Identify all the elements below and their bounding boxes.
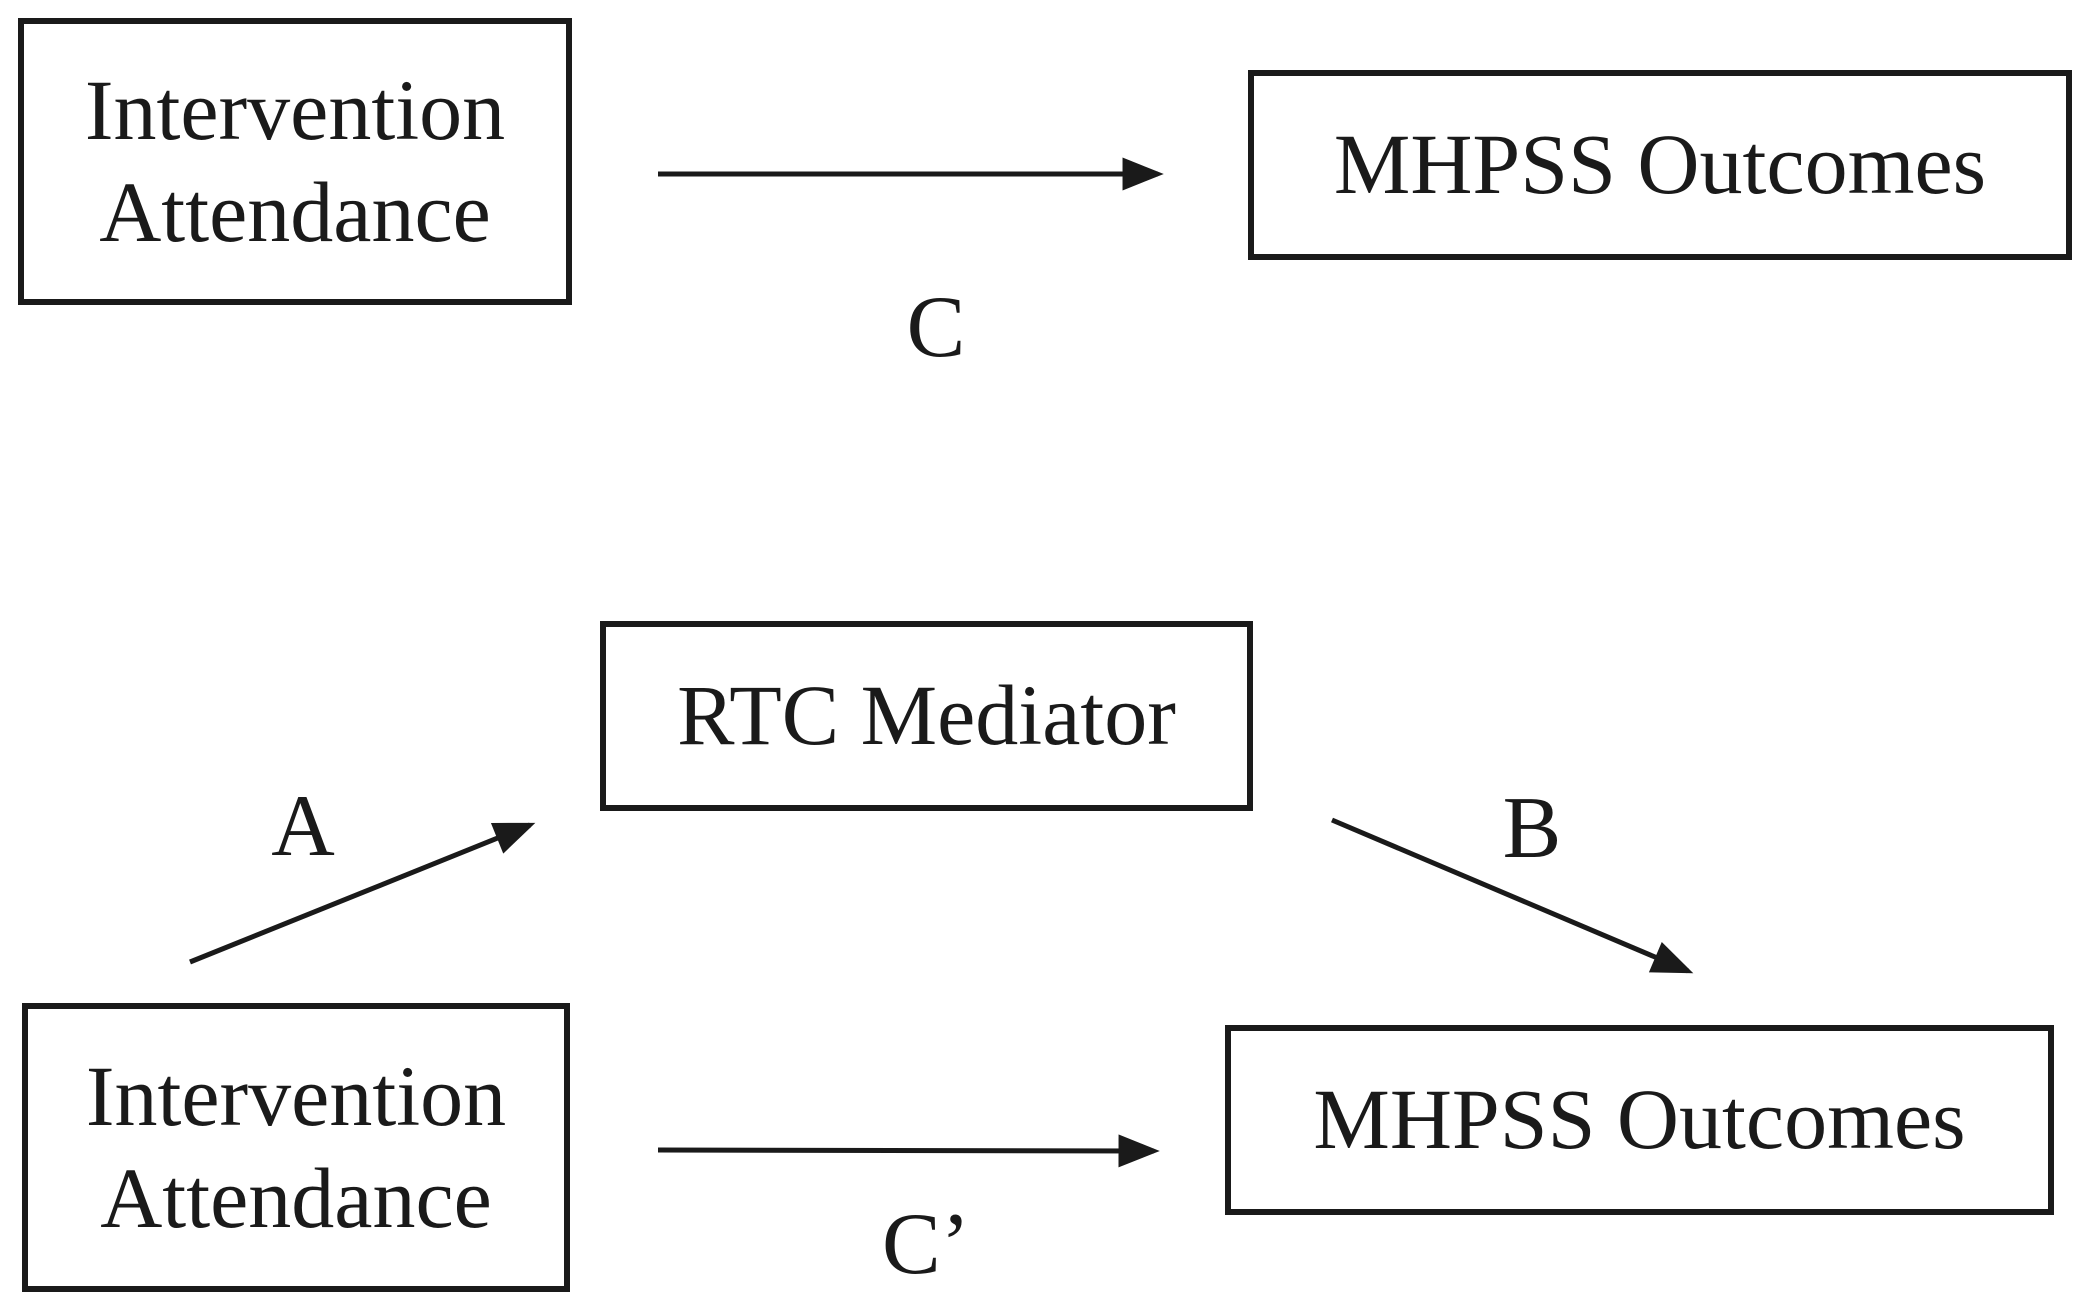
node-mhpss-outcomes-mediated: MHPSS Outcomes: [1225, 1025, 2054, 1215]
node-intervention-attendance-mediated: Intervention Attendance: [22, 1003, 570, 1292]
path-a-arrow: [189, 822, 536, 965]
path-c-prime-arrow: [657, 1134, 1160, 1168]
path-c-prime-label: C’: [882, 1196, 970, 1293]
path-c-label: C: [906, 279, 966, 376]
node-rtc-mediator: RTC Mediator: [600, 621, 1253, 811]
path-a-label: A: [271, 778, 335, 875]
node-intervention-attendance-total: Intervention Attendance: [18, 18, 572, 305]
path-b-label: B: [1502, 780, 1562, 877]
node-mhpss-outcomes-total: MHPSS Outcomes: [1248, 70, 2072, 260]
